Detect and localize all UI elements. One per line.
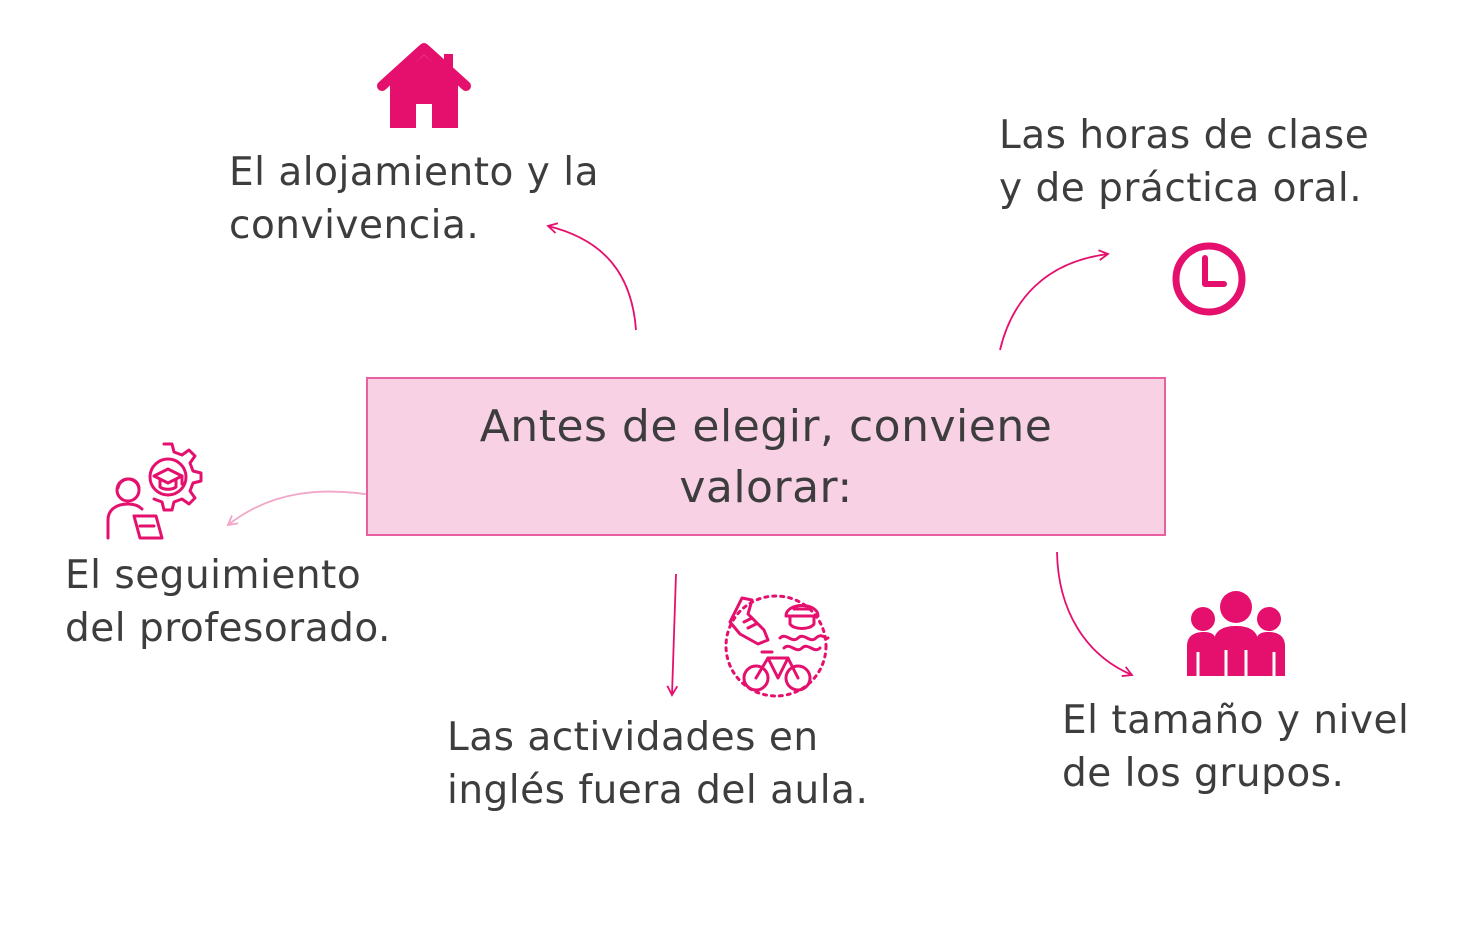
arrow-to-housing (546, 222, 637, 331)
center-text-line2: valorar: (679, 461, 853, 513)
activities-icon (722, 592, 830, 704)
house-icon (376, 42, 472, 134)
arrow-to-activities (666, 573, 679, 697)
label-hours-line1: Las horas de clase (999, 113, 1370, 158)
label-hours: Las horas de clase y de práctica oral. (999, 109, 1369, 215)
arrow-to-hours (999, 249, 1110, 351)
label-activities-line1: Las actividades en (447, 715, 819, 760)
label-activities-line2: inglés fuera del aula. (447, 768, 869, 813)
center-box: Antes de elegir, conviene valorar: (366, 377, 1166, 536)
label-hours-line2: y de práctica oral. (999, 166, 1363, 211)
center-text-line1: Antes de elegir, conviene (479, 400, 1053, 452)
arrow-to-teachers (226, 490, 385, 527)
label-housing-line1: El alojamiento y la (229, 150, 600, 195)
label-groups: El tamaño y nivel de los grupos. (1062, 694, 1409, 800)
teacher-gear-icon (104, 440, 208, 546)
label-groups-line1: El tamaño y nivel (1062, 698, 1410, 743)
label-groups-line2: de los grupos. (1062, 751, 1345, 796)
label-teachers-line1: El seguimiento (65, 553, 362, 598)
label-teachers-line2: del profesorado. (65, 606, 391, 651)
label-teachers: El seguimiento del profesorado. (65, 549, 391, 655)
arrow-to-groups (1056, 551, 1134, 677)
label-activities: Las actividades en inglés fuera del aula… (447, 711, 868, 817)
label-housing-line2: convivencia. (229, 203, 480, 248)
group-icon (1186, 590, 1286, 680)
clock-icon (1170, 240, 1248, 322)
label-housing: El alojamiento y la convivencia. (229, 146, 599, 252)
